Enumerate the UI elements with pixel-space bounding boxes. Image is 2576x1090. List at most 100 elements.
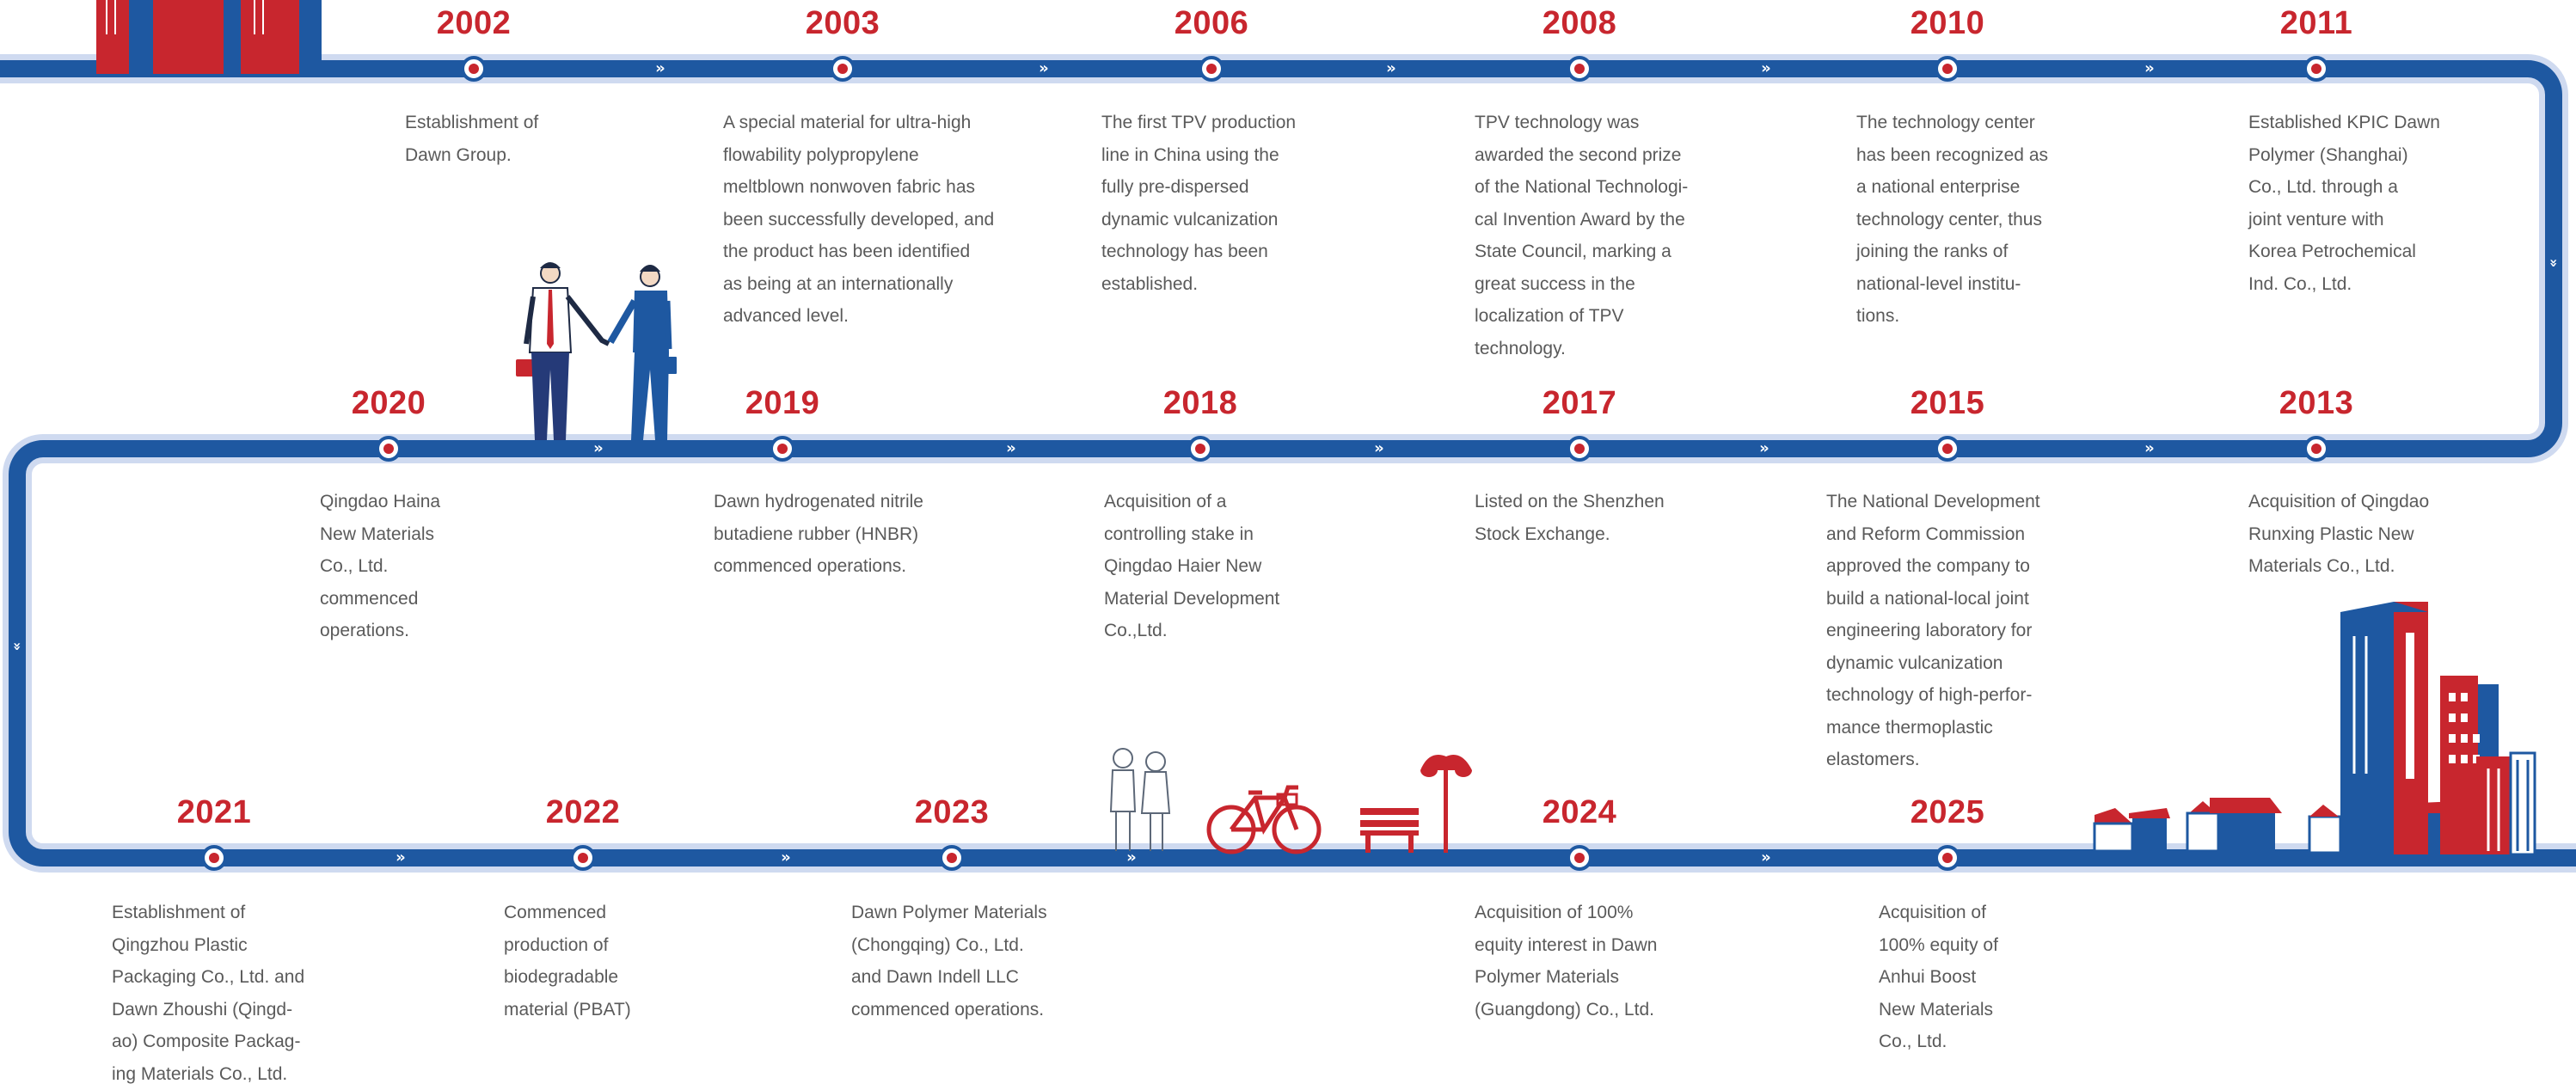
event-year: 2020 [352, 385, 426, 422]
timeline-node[interactable] [1567, 56, 1592, 82]
event-year: 2013 [2279, 385, 2354, 422]
event-description-line: dynamic vulcanization [1101, 204, 1296, 236]
event-description-line: commenced operations. [714, 550, 923, 583]
flow-arrow-icon: » [2144, 61, 2155, 77]
event-description-line: the product has been identified [723, 236, 994, 268]
event-description-line: elastomers. [1826, 744, 2040, 776]
event-description-line: fully pre-dispersed [1101, 171, 1296, 204]
event-description-line: technology center, thus [1856, 204, 2048, 236]
timeline-node[interactable] [461, 56, 487, 82]
event-description-line: and Dawn Indell LLC [851, 961, 1047, 994]
event-description-line: Listed on the Shenzhen [1475, 486, 1665, 518]
event-description-line: ing Materials Co., Ltd. [112, 1058, 304, 1090]
event-description-line: Co., Ltd. [320, 550, 440, 583]
timeline-node[interactable] [1935, 845, 1960, 871]
timeline-node[interactable] [1187, 436, 1213, 462]
flow-arrow-icon: » [1039, 61, 1049, 77]
flow-arrow-icon: » [655, 61, 665, 77]
event-description: Dawn Polymer Materials(Chongqing) Co., L… [851, 897, 1047, 1026]
timeline-node[interactable] [376, 436, 402, 462]
event-description-line: awarded the second prize [1475, 139, 1688, 172]
flow-arrow-down-icon: » [2547, 259, 2561, 267]
timeline-node[interactable] [201, 845, 227, 871]
event-description-line: established. [1101, 268, 1296, 301]
timeline-node[interactable] [770, 436, 795, 462]
timeline-node[interactable] [2303, 56, 2329, 82]
event-description: Acquisition of 100%equity interest in Da… [1475, 897, 1657, 1026]
event-year: 2002 [437, 5, 512, 42]
flow-arrow-icon: » [781, 850, 791, 866]
event-description-line: engineering laboratory for [1826, 615, 2040, 647]
event-description-line: technology. [1475, 333, 1688, 365]
timeline-node[interactable] [2303, 436, 2329, 462]
timeline-node[interactable] [1199, 56, 1224, 82]
event-description-line: controlling stake in [1104, 518, 1279, 551]
event-year: 2011 [2280, 5, 2352, 42]
event-year: 2003 [806, 5, 880, 42]
timeline-node[interactable] [1567, 436, 1592, 462]
event-description-line: Establishment of [112, 897, 304, 929]
flow-arrow-icon: » [1761, 850, 1771, 866]
event-description-line: localization of TPV [1475, 300, 1688, 333]
flow-arrow-icon: » [2144, 441, 2155, 456]
event-description-line: Co., Ltd. [1879, 1026, 1998, 1058]
event-description-line: Material Development [1104, 583, 1279, 615]
event-description-line: Dawn Group. [405, 139, 538, 172]
event-description-line: production of [504, 929, 631, 962]
event-description-line: ao) Composite Packag- [112, 1026, 304, 1058]
event-description-line: Qingdao Haina [320, 486, 440, 518]
event-description-line: Anhui Boost [1879, 961, 1998, 994]
event-year: 2024 [1543, 794, 1617, 831]
event-description-line: Korea Petrochemical [2248, 236, 2440, 268]
event-description-line: Commenced [504, 897, 631, 929]
flow-arrow-icon: » [1761, 61, 1771, 77]
event-description-line: Co., Ltd. through a [2248, 171, 2440, 204]
event-description-line: tions. [1856, 300, 2048, 333]
timeline-node[interactable] [1935, 436, 1960, 462]
event-description-line: (Chongqing) Co., Ltd. [851, 929, 1047, 962]
event-description-line: has been recognized as [1856, 139, 2048, 172]
timeline-node[interactable] [1935, 56, 1960, 82]
event-description-line: The technology center [1856, 107, 2048, 139]
event-description-line: flowability polypropylene [723, 139, 994, 172]
timeline-node[interactable] [570, 845, 596, 871]
event-description-line: meltblown nonwoven fabric has [723, 171, 994, 204]
event-description-line: Qingdao Haier New [1104, 550, 1279, 583]
timeline-node[interactable] [1567, 845, 1592, 871]
event-description-line: advanced level. [723, 300, 994, 333]
event-description-line: technology has been [1101, 236, 1296, 268]
event-year: 2018 [1163, 385, 1238, 422]
event-year: 2008 [1543, 5, 1617, 42]
flow-arrow-icon: » [1759, 441, 1769, 456]
event-description-line: material (PBAT) [504, 994, 631, 1026]
event-description-line: 100% equity of [1879, 929, 1998, 962]
event-year: 2015 [1911, 385, 1985, 422]
event-description-line: Materials Co., Ltd. [2248, 550, 2429, 583]
event-description-line: Dawn Polymer Materials [851, 897, 1047, 929]
timeline-node[interactable] [830, 56, 856, 82]
event-description-line: Acquisition of Qingdao [2248, 486, 2429, 518]
event-description-line: operations. [320, 615, 440, 647]
event-description-line: great success in the [1475, 268, 1688, 301]
event-description-line: biodegradable [504, 961, 631, 994]
timeline-node[interactable] [939, 845, 965, 871]
flow-arrow-icon: » [396, 850, 406, 866]
businessmen-handshake-icon [516, 262, 678, 440]
event-year: 2023 [915, 794, 990, 831]
event-description-line: technology of high-perfor- [1826, 679, 2040, 712]
event-description-line: mance thermoplastic [1826, 712, 2040, 744]
event-description-line: Dawn Zhoushi (Qingd- [112, 994, 304, 1026]
event-description-line: The first TPV production [1101, 107, 1296, 139]
event-description-line: TPV technology was [1475, 107, 1688, 139]
flow-arrow-down-icon: » [10, 642, 24, 651]
